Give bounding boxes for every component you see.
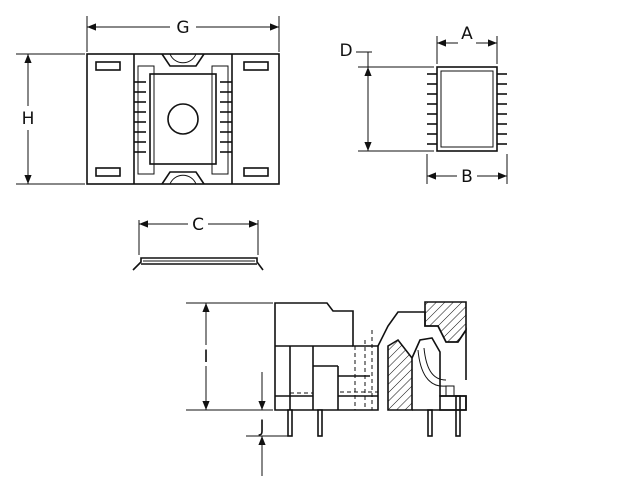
- top-view-pins-right: [220, 81, 232, 153]
- side-profile: C: [132, 215, 264, 271]
- section-hatched-core: [387, 301, 467, 411]
- dimension-i: I: [186, 302, 273, 411]
- dimension-label-g: G: [176, 18, 189, 38]
- dimension-label-h: H: [22, 109, 35, 129]
- top-view: G H: [16, 16, 280, 185]
- dimension-g: G: [86, 16, 280, 52]
- top-view-pins-left: [134, 81, 146, 153]
- dimension-c: C: [138, 215, 259, 255]
- ic-pins: [427, 73, 507, 145]
- ic-view: A B D: [339, 24, 508, 187]
- dimension-b: B: [426, 154, 508, 187]
- dimension-label-i: I: [203, 347, 208, 367]
- dimension-a: A: [436, 24, 498, 64]
- dimension-j: J: [246, 372, 288, 476]
- dimension-h: H: [16, 53, 85, 185]
- dimension-label-j: J: [258, 417, 264, 437]
- dimension-d: D: [339, 41, 434, 152]
- section-view: I J: [186, 301, 467, 476]
- dimension-label-a: A: [461, 24, 473, 44]
- dimension-label-c: C: [192, 215, 204, 235]
- dimension-label-d: D: [339, 41, 352, 61]
- dimension-label-b: B: [461, 167, 473, 187]
